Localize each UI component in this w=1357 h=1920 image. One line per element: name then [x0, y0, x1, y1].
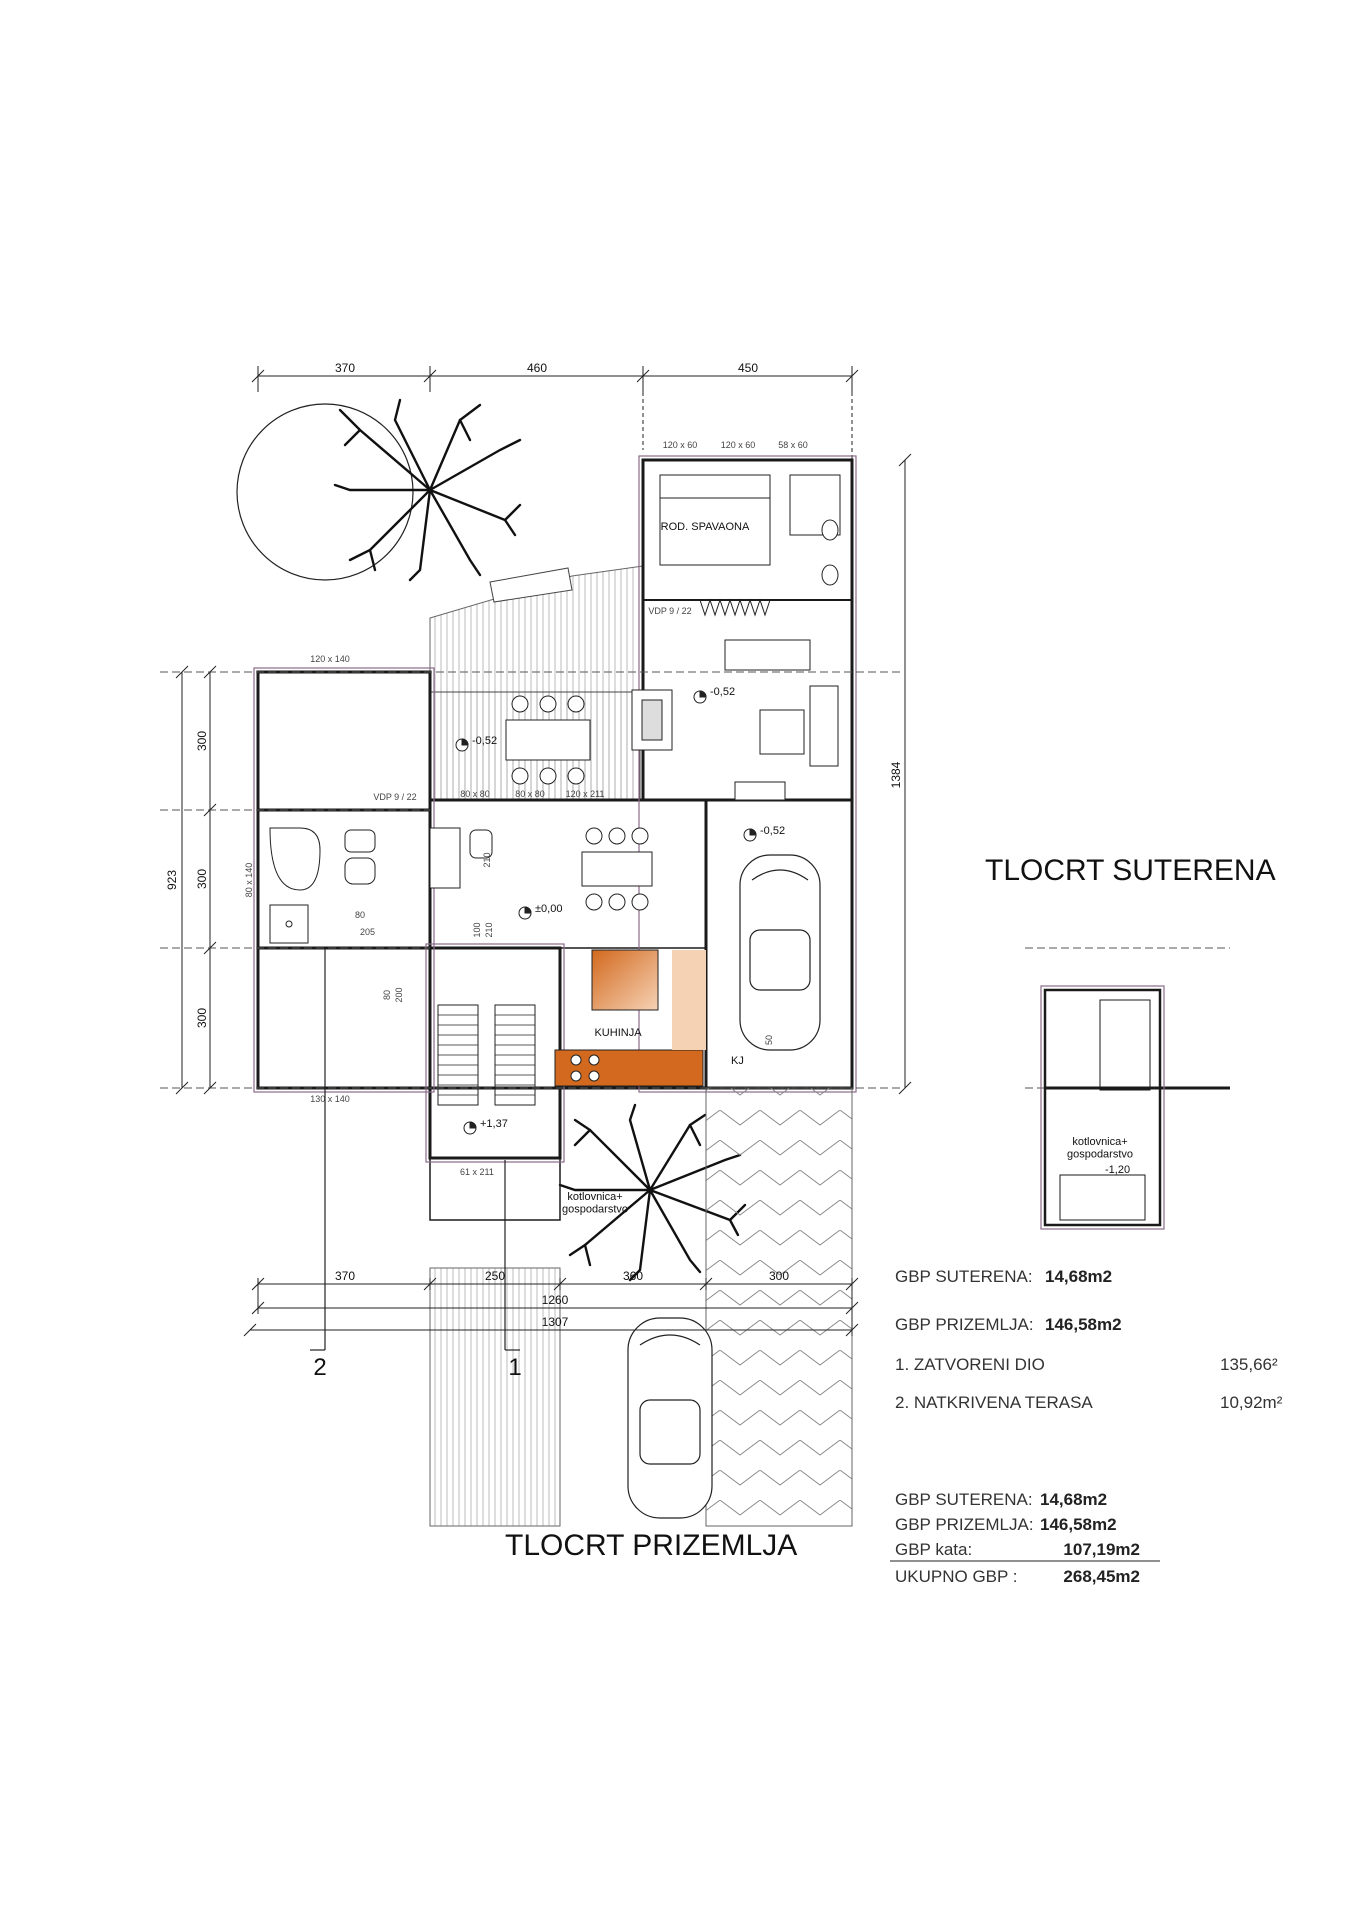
bathroom-fixtures: [269, 827, 493, 944]
dim-bottom-4: 300: [769, 1269, 789, 1283]
summary-item1-value: 135,66²: [1220, 1355, 1278, 1374]
totals-row-3-label: GBP kata:: [895, 1540, 972, 1559]
room-label-kj: KJ: [731, 1055, 744, 1067]
title-prizemlje: TLOCRT PRIZEMLJA: [505, 1529, 797, 1562]
level-entry: ±0,00: [535, 903, 562, 915]
kitchen-units: [554, 949, 706, 1087]
dim-left-2: 300: [195, 869, 209, 889]
level-suteren: -1,20: [1105, 1164, 1130, 1176]
room-label-boiler-suteren: kotlovnica+gospodarstvo: [1067, 1136, 1133, 1161]
dim-right-total: 1384: [889, 761, 903, 788]
room-label-bedroom: ROD. SPAVAONA: [661, 521, 750, 533]
summary-prizemlja-value: 146,58m2: [1045, 1315, 1122, 1334]
suteren-outline: [1040, 985, 1165, 1230]
d-120x211: 120 x 211: [566, 789, 605, 799]
terrace-dining-table: [505, 695, 591, 785]
room-label-boiler-ground: kotlovnica+gospodarstvo: [562, 1191, 628, 1216]
win-top-1: 120 x 60: [663, 440, 698, 450]
driveway: [429, 1087, 853, 1527]
d-80x80b: 80 x 80: [515, 789, 545, 799]
dim-bottom-total-1: 1260: [542, 1293, 569, 1307]
dim-bottom-total-2: 1307: [542, 1315, 569, 1329]
level-markers: [455, 690, 757, 1135]
d-80: 80: [355, 910, 365, 920]
level-garage: -0,52: [760, 825, 785, 837]
covered-terrace: [429, 565, 644, 801]
summary-suteren-value: 14,68m2: [1045, 1267, 1112, 1286]
tree-top-left: [236, 398, 522, 582]
summary-item2-value: 10,92m²: [1220, 1393, 1283, 1412]
bottom-dimension-lines: [243, 1277, 859, 1337]
totals-row-2-label: GBP PRIZEMLJA:: [895, 1515, 1034, 1534]
summary-item1-label: 1. ZATVORENI DIO: [895, 1355, 1045, 1374]
win-left-mid: 80 x 140: [244, 863, 254, 898]
bedroom-furniture: [659, 474, 841, 801]
dim-bottom-2: 250: [485, 1269, 505, 1283]
dim-top-3: 450: [738, 361, 758, 375]
section-mark-2: 2: [313, 1354, 326, 1381]
d-200: 200: [394, 987, 404, 1002]
totals-row-2-value: 146,58m2: [1040, 1515, 1117, 1534]
stairs-ground: [437, 1004, 536, 1106]
d-210: 210: [484, 922, 494, 937]
fireplace: [631, 689, 673, 751]
dim-bottom-3: 360: [623, 1269, 643, 1283]
section-marks: [310, 948, 520, 1351]
d-80b: 80: [382, 990, 392, 1000]
win-bottom: 130 x 140: [310, 1094, 350, 1104]
win-left-top: 120 x 140: [310, 654, 350, 664]
right-dimension-line: [898, 453, 912, 1095]
d-61x211: 61 x 211: [460, 1167, 494, 1177]
level-stair: +1,37: [480, 1118, 508, 1130]
summary-item2-label: 2. NATKRIVENA TERASA: [895, 1393, 1093, 1412]
d-205: 205: [360, 927, 375, 937]
garage-car: [739, 854, 821, 1051]
door-vdp-1: VDP 9 / 22: [373, 792, 416, 802]
win-top-2: 120 x 60: [721, 440, 756, 450]
parked-car: [627, 1317, 713, 1519]
level-living: -0,52: [710, 686, 735, 698]
win-top-3: 58 x 60: [778, 440, 808, 450]
interior-dining-table: [581, 827, 653, 911]
dim-bottom-1: 370: [335, 1269, 355, 1283]
totals-row-1-label: GBP SUTERENA:: [895, 1490, 1033, 1509]
totals-total-value: 268,45m2: [1063, 1567, 1140, 1586]
room-label-kitchen: KUHINJA: [594, 1027, 642, 1039]
totals-row-3-value: 107,19m2: [1063, 1540, 1140, 1559]
dim-top-2: 460: [527, 361, 547, 375]
top-dimension-line: [251, 366, 859, 460]
suteren-plan: [1025, 947, 1230, 1227]
d-210b: 210: [482, 852, 492, 867]
level-terrace: -0,52: [472, 735, 497, 747]
dim-top-1: 370: [335, 361, 355, 375]
left-dimension-line: [160, 665, 900, 1095]
d-100: 100: [472, 922, 482, 937]
door-vdp-2: VDP 9 / 22: [648, 606, 691, 616]
summary-prizemlja-label: GBP PRIZEMLJA:: [895, 1315, 1034, 1334]
totals-total-label: UKUPNO GBP :: [895, 1567, 1018, 1586]
dim-left-total: 923: [165, 870, 179, 890]
section-mark-1: 1: [508, 1354, 521, 1381]
d-50: 50: [764, 1035, 774, 1045]
title-suteren: TLOCRT SUTERENA: [985, 854, 1276, 887]
dim-left-1: 300: [195, 731, 209, 751]
d-80x80: 80 x 80: [460, 789, 490, 799]
dim-left-3: 300: [195, 1008, 209, 1028]
summary-suteren-label: GBP SUTERENA:: [895, 1267, 1033, 1286]
totals-row-1-value: 14,68m2: [1040, 1490, 1107, 1509]
